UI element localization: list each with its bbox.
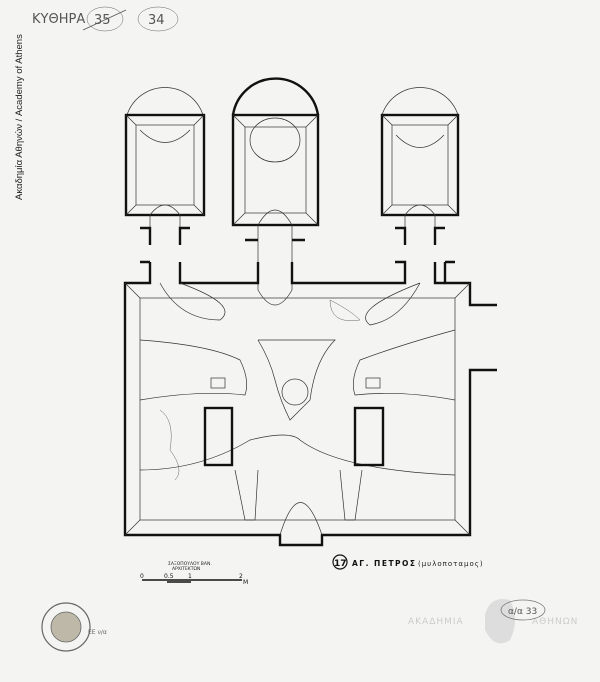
scale-tick-label: 2 xyxy=(239,573,243,580)
chapel-middle xyxy=(231,77,320,306)
old-number-strikethrough xyxy=(82,9,127,31)
archive-credit: Ακαδημία Αθηνών / Academy of Athens xyxy=(14,34,25,200)
chapel-left xyxy=(124,87,206,245)
handwritten-place: ΚΥΘΗΡΑ xyxy=(32,12,85,27)
watermark-left: ΑΚΑΔΗΜΙΑ xyxy=(408,617,464,627)
author-name: ΣΑΞΟΠΟΥΛΟΥ ΒΑΝ. xyxy=(168,561,212,567)
number-circle xyxy=(137,6,179,32)
scale-tick-label: 0.5 xyxy=(164,573,174,580)
old-number-circle xyxy=(86,6,124,32)
main-hall xyxy=(123,260,497,547)
archive-seal xyxy=(41,602,91,652)
watermark-right: ΑΘΗΝΩΝ xyxy=(532,617,578,627)
church-name: ΑΓ. ΠΕΤΡΟΣ xyxy=(352,559,417,568)
author-title: ΑΡΧΙΤΕΚΤΩΝ xyxy=(172,566,200,572)
watermark-athena-head xyxy=(485,599,515,644)
handwritten-old-number: 35 xyxy=(94,13,111,28)
archive-number: α/α 33 xyxy=(508,607,537,617)
chapel-right xyxy=(380,87,460,245)
scale-bar: 0 0.5 1 2 M xyxy=(140,573,248,586)
scale-unit: M xyxy=(243,579,248,586)
handwritten-number: 34 xyxy=(148,13,165,28)
scale-tick-label: 1 xyxy=(188,573,192,580)
archive-number-circle xyxy=(500,599,546,621)
stamp-note: ΕΕ ν/α xyxy=(88,629,107,636)
scale-tick-label: 0 xyxy=(140,573,144,580)
pier-right xyxy=(353,406,385,467)
pier-left xyxy=(203,406,234,467)
church-location: (μυλοποταμος) xyxy=(418,560,484,568)
drawing-number: 17 xyxy=(334,559,347,569)
drawing-number-circle xyxy=(332,554,348,570)
